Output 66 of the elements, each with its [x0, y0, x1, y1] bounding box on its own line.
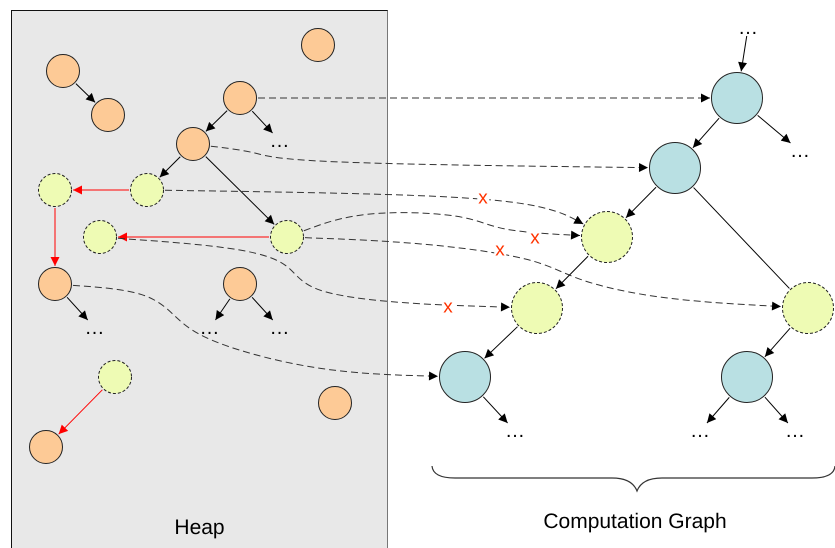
arrow	[50, 208, 60, 266]
arrow	[58, 389, 103, 435]
graph-node-circle	[439, 351, 491, 403]
object-circle	[222, 266, 256, 300]
graph-node-circle	[721, 351, 773, 403]
ellipsis: …	[266, 134, 292, 148]
object-circle	[98, 360, 132, 394]
graph-node-circle	[511, 282, 563, 334]
graph-node-circle	[581, 211, 633, 263]
arrow	[205, 156, 275, 225]
arrow	[482, 396, 508, 424]
arrow	[706, 396, 730, 424]
graph-node-circle	[711, 72, 763, 124]
arrow	[692, 118, 720, 148]
dashed-arrow	[164, 190, 584, 225]
arrow	[625, 186, 657, 218]
arrow	[252, 296, 274, 320]
dashed-arrow	[117, 238, 510, 312]
object-circle	[46, 54, 80, 88]
ellipsis: …	[782, 424, 808, 438]
ellipsis: …	[687, 424, 713, 438]
object-circle	[222, 80, 256, 114]
object-circle	[90, 98, 124, 132]
object-circle	[130, 172, 164, 206]
arrow	[159, 156, 181, 178]
object-circle	[38, 266, 72, 300]
object-circle	[28, 430, 62, 464]
arrow	[757, 114, 791, 144]
object-circle	[176, 126, 210, 160]
dashed-arrow	[210, 146, 648, 172]
arrow	[555, 256, 589, 290]
dashed-arrow	[303, 212, 581, 240]
dashed-arrow	[72, 284, 438, 380]
arrow	[738, 36, 748, 72]
arrow	[764, 328, 791, 358]
ellipsis: …	[266, 320, 292, 334]
object-circle	[270, 220, 304, 254]
ellipsis: …	[196, 320, 222, 334]
arrow	[764, 396, 788, 424]
caption-label: Computation Graph	[543, 510, 727, 534]
dashed-arrow	[304, 237, 782, 311]
ellipsis: …	[502, 424, 528, 438]
edge-label: x	[529, 230, 541, 246]
graph-node-circle	[782, 282, 834, 334]
graph-node-circle	[649, 142, 701, 194]
ellipsis: …	[82, 320, 108, 334]
object-circle	[38, 172, 72, 206]
arrow	[118, 232, 270, 242]
arrow	[72, 186, 130, 194]
edge-label: x	[494, 242, 506, 258]
arrow	[75, 83, 96, 103]
object-circle	[318, 386, 352, 420]
object-circle	[300, 28, 334, 62]
heap-region	[11, 10, 388, 548]
ellipsis: …	[787, 144, 813, 158]
dashed-arrow	[258, 94, 710, 102]
arrow	[66, 296, 88, 320]
ellipsis: …	[735, 21, 761, 35]
arrow	[252, 110, 274, 134]
arrow	[205, 110, 228, 132]
arrow	[484, 326, 518, 359]
object-circle	[82, 220, 116, 254]
region-label: Heap	[174, 516, 225, 540]
edge-label: x	[477, 190, 489, 206]
arrow	[214, 298, 230, 320]
edge-label: x	[442, 300, 454, 314]
